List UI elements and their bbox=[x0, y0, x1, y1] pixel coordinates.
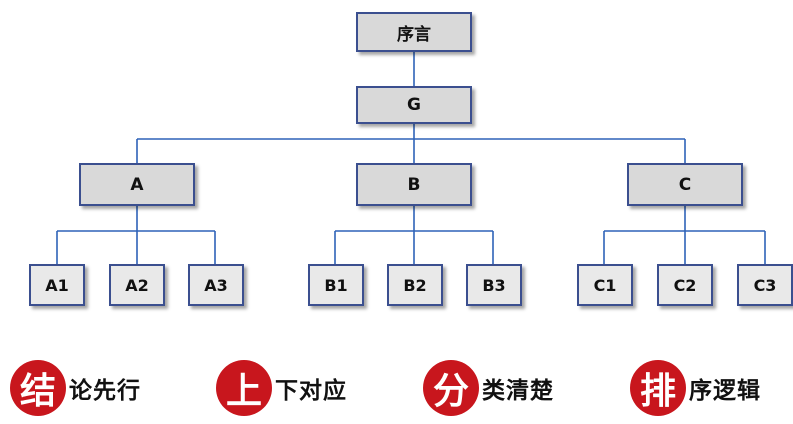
principle-grouping: 分 类清楚 bbox=[423, 358, 554, 418]
node-a: A bbox=[79, 163, 195, 206]
principle-text: 下对应 bbox=[275, 378, 347, 404]
principle-text: 论先行 bbox=[69, 378, 141, 404]
node-b1: B1 bbox=[308, 264, 364, 306]
node-a1: A1 bbox=[29, 264, 85, 306]
principle-badge: 排 bbox=[630, 360, 686, 416]
node-c2: C2 bbox=[657, 264, 713, 306]
principle-top-down: 上 下对应 bbox=[216, 358, 347, 418]
node-a3: A3 bbox=[188, 264, 244, 306]
principle-badge: 分 bbox=[423, 360, 479, 416]
principle-conclusion-first: 结 论先行 bbox=[10, 358, 141, 418]
node-b2: B2 bbox=[387, 264, 443, 306]
node-c3: C3 bbox=[737, 264, 793, 306]
node-c1: C1 bbox=[577, 264, 633, 306]
principle-text: 类清楚 bbox=[482, 378, 554, 404]
node-a2: A2 bbox=[109, 264, 165, 306]
node-c: C bbox=[627, 163, 743, 206]
node-root: 序言 bbox=[356, 12, 472, 52]
principle-badge: 上 bbox=[216, 360, 272, 416]
principle-badge: 结 bbox=[10, 360, 66, 416]
node-g: G bbox=[356, 86, 472, 124]
node-b: B bbox=[356, 163, 472, 206]
principle-logical-order: 排 序逻辑 bbox=[630, 358, 761, 418]
node-b3: B3 bbox=[466, 264, 522, 306]
principle-text: 序逻辑 bbox=[689, 378, 761, 404]
